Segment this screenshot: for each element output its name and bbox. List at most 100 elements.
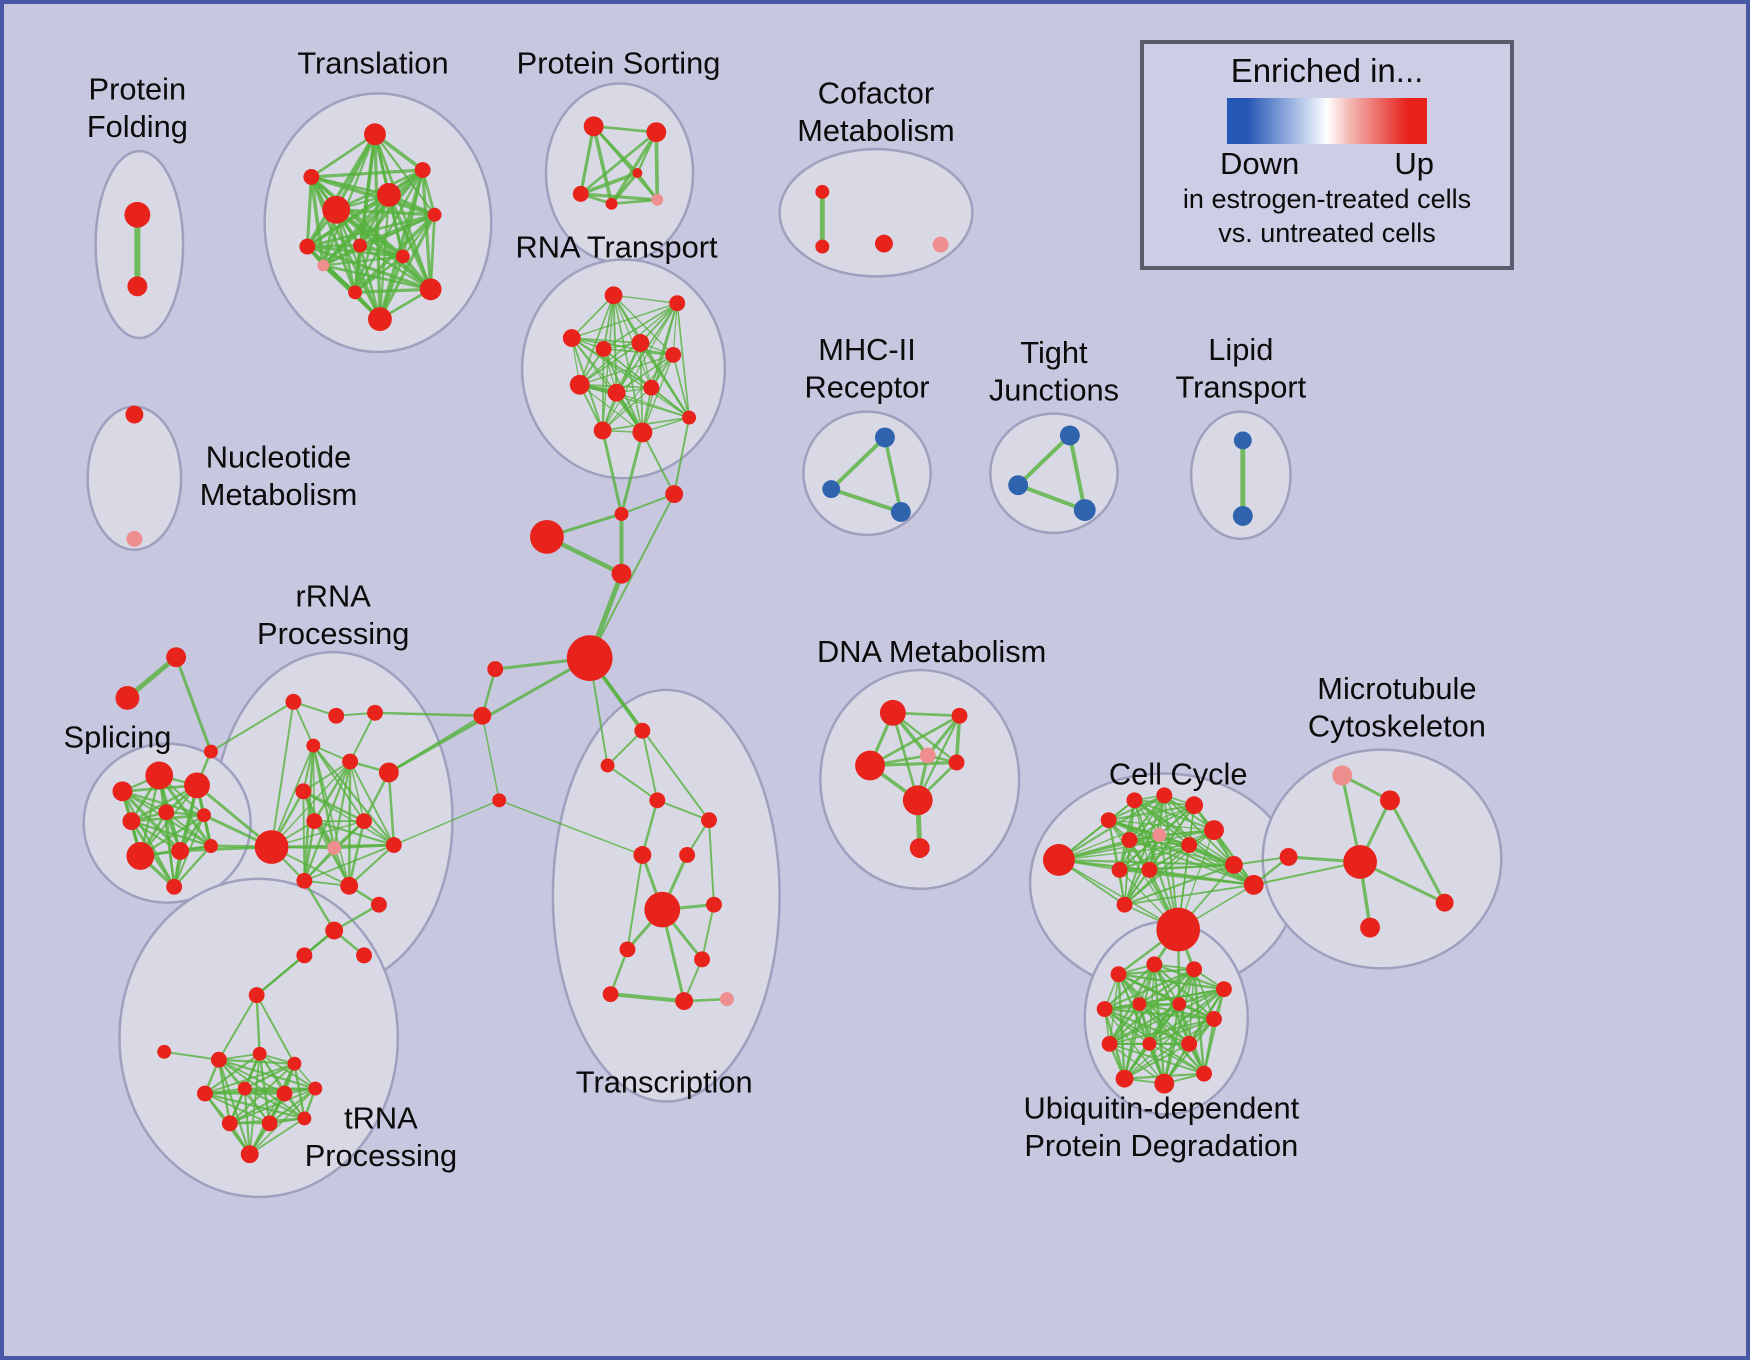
node-rt3 [562,329,581,347]
node-t1 [364,123,386,146]
edge [641,799,659,857]
node-t9 [427,207,442,222]
node-rt9 [643,379,660,396]
edge [303,879,336,932]
edge [602,348,675,356]
node-tx6 [679,847,696,863]
node-d7 [909,838,930,858]
legend-title: Enriched in... [1230,52,1424,89]
edge [612,294,644,434]
node-c7 [1121,832,1138,849]
edge [312,744,395,847]
edge [610,198,659,206]
node-d2 [951,707,968,724]
edge [255,994,296,1065]
edge [1148,864,1235,871]
edge [591,124,614,206]
node-t7 [376,182,401,207]
cluster-label-cofactor-metabolism: Metabolism [797,113,954,148]
edge [309,175,357,294]
edge [255,954,306,997]
node-d4 [919,747,936,764]
cluster-label-nucleotide-metabolism: Metabolism [200,477,357,512]
node-t10 [419,278,442,301]
edge [608,992,687,1004]
edge [1123,1002,1141,1080]
node-tx9 [619,941,636,958]
edge [868,714,961,767]
edge [609,948,629,996]
node-rr9 [327,841,342,855]
node-h1 [665,485,684,504]
node-t4 [299,238,316,255]
node-tx7 [644,891,681,928]
edge [1058,859,1180,931]
edge [570,337,642,344]
node-nm2 [126,530,143,547]
edge [612,294,678,304]
node-c1 [1043,844,1075,876]
node-t13 [395,249,410,264]
edge [255,993,261,1056]
edge [1128,839,1191,846]
edge [676,302,690,419]
edge [1123,863,1235,906]
edge [1016,483,1087,512]
node-rr2 [328,707,345,724]
edge [1103,1007,1216,1021]
node-s5 [158,804,175,821]
node-h2 [614,507,629,521]
edge [570,294,615,339]
edge [322,133,377,267]
cluster-label-protein-folding: Folding [87,109,188,144]
edge [157,773,213,848]
node-rr16 [325,921,344,940]
edge [891,711,920,802]
edge [1128,839,1255,886]
node-d5 [948,754,965,771]
node-rr15 [370,896,387,913]
edge [312,744,350,887]
node-u11 [1181,1035,1198,1052]
edge [130,819,213,848]
edge [1067,433,1087,512]
legend-gradient-bar [1227,98,1427,144]
node-tr11 [297,1111,312,1126]
cluster-ellipse-dna-metabolism [819,668,1021,891]
edge [302,790,306,882]
edge [120,789,182,853]
node-tx5 [633,846,652,864]
cluster-label-lipid-transport: Transport [1176,370,1307,405]
cluster-label-mhc-ii-receptor: Receptor [805,370,930,405]
edge [373,711,484,718]
edge [1123,968,1196,1080]
node-tr8 [308,1081,323,1096]
edge [1103,963,1156,1011]
node-rr11 [356,813,372,830]
cluster-label-cofactor-metabolism: Cofactor [818,75,934,110]
cluster-ellipse-microtubule-cytoskeleton [1261,748,1503,970]
node-f2 [115,685,140,710]
cluster-label-microtubule-cytoskeleton: Microtubule [1317,671,1476,706]
edge [1103,1008,1166,1085]
node-c10 [1111,861,1128,878]
edge [309,168,425,179]
node-rt5 [631,334,650,352]
cluster-label-cell-cycle: Cell Cycle [1109,756,1248,791]
cluster-ellipse-nucleotide-metabolism [86,405,183,552]
node-mc5 [1435,893,1454,912]
edge [292,700,315,747]
node-tr12 [240,1145,259,1164]
node-lt1 [1233,431,1252,450]
edge [1148,1017,1216,1045]
edge [578,342,642,386]
node-rr12 [385,837,402,853]
edge [268,1087,317,1125]
edge [1158,834,1255,886]
cluster-label-nucleotide-metabolism: Nucleotide [206,439,352,474]
node-rt6 [665,346,682,363]
node-u3 [1186,961,1203,978]
node-nm1 [125,405,144,424]
node-c6 [1204,820,1224,841]
